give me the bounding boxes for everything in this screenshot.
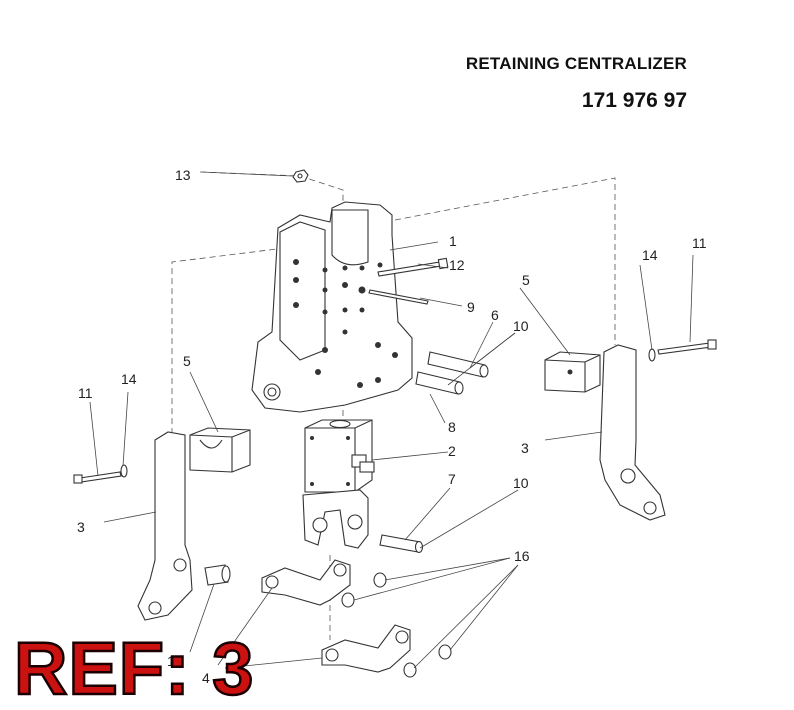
nut-13	[292, 169, 309, 183]
diagram-title: RETAINING CENTRALIZER	[465, 54, 687, 73]
callout-11-right: 11	[692, 235, 707, 251]
callout-4: 4	[202, 670, 210, 686]
link-upper	[261, 559, 351, 606]
callout-1: 1	[449, 233, 457, 249]
pin-6	[427, 351, 489, 378]
assembly-line-top	[199, 171, 344, 210]
washer-14-right	[648, 348, 656, 362]
clamp-block-left	[189, 427, 251, 473]
callout-7: 7	[448, 471, 456, 487]
callout-14-left: 14	[121, 371, 137, 387]
callout-2: 2	[448, 443, 456, 459]
bushing-15	[204, 564, 231, 586]
arm-right	[599, 344, 666, 521]
bolt-11-right	[657, 339, 717, 355]
arm-left	[137, 431, 193, 621]
callout-8: 8	[448, 419, 456, 435]
bolt-11-left	[73, 471, 122, 484]
callout-3-right: 3	[521, 440, 529, 456]
pin-8	[415, 371, 464, 395]
clevis	[302, 489, 369, 549]
bolt-12	[377, 257, 449, 277]
cylinder-block	[304, 419, 375, 493]
callout-15: 15	[167, 653, 183, 669]
callout-10-lower: 10	[513, 475, 529, 491]
callout-14-right: 14	[642, 247, 658, 263]
callout-12: 12	[449, 257, 465, 273]
clamp-block-right	[544, 351, 601, 393]
callout-13: 13	[175, 167, 191, 183]
callout-6: 6	[491, 307, 499, 323]
ref-stamp: REF: 3	[13, 627, 255, 710]
link-lower	[321, 624, 411, 673]
bracket-plate	[251, 201, 413, 413]
assembly-line-right	[394, 177, 616, 345]
callout-11-left: 11	[78, 385, 93, 401]
pin-7	[379, 534, 424, 554]
pin-9	[368, 289, 429, 305]
callout-16: 16	[514, 548, 530, 564]
callout-10-upper: 10	[513, 318, 529, 334]
part-number: 171 976 97	[581, 89, 687, 112]
callout-3-left: 3	[77, 519, 85, 535]
callout-5-left: 5	[183, 353, 191, 369]
callout-9: 9	[467, 299, 475, 315]
callout-5-right: 5	[522, 272, 530, 288]
assembly-line-left	[171, 247, 286, 432]
washer-14-left	[120, 464, 128, 478]
